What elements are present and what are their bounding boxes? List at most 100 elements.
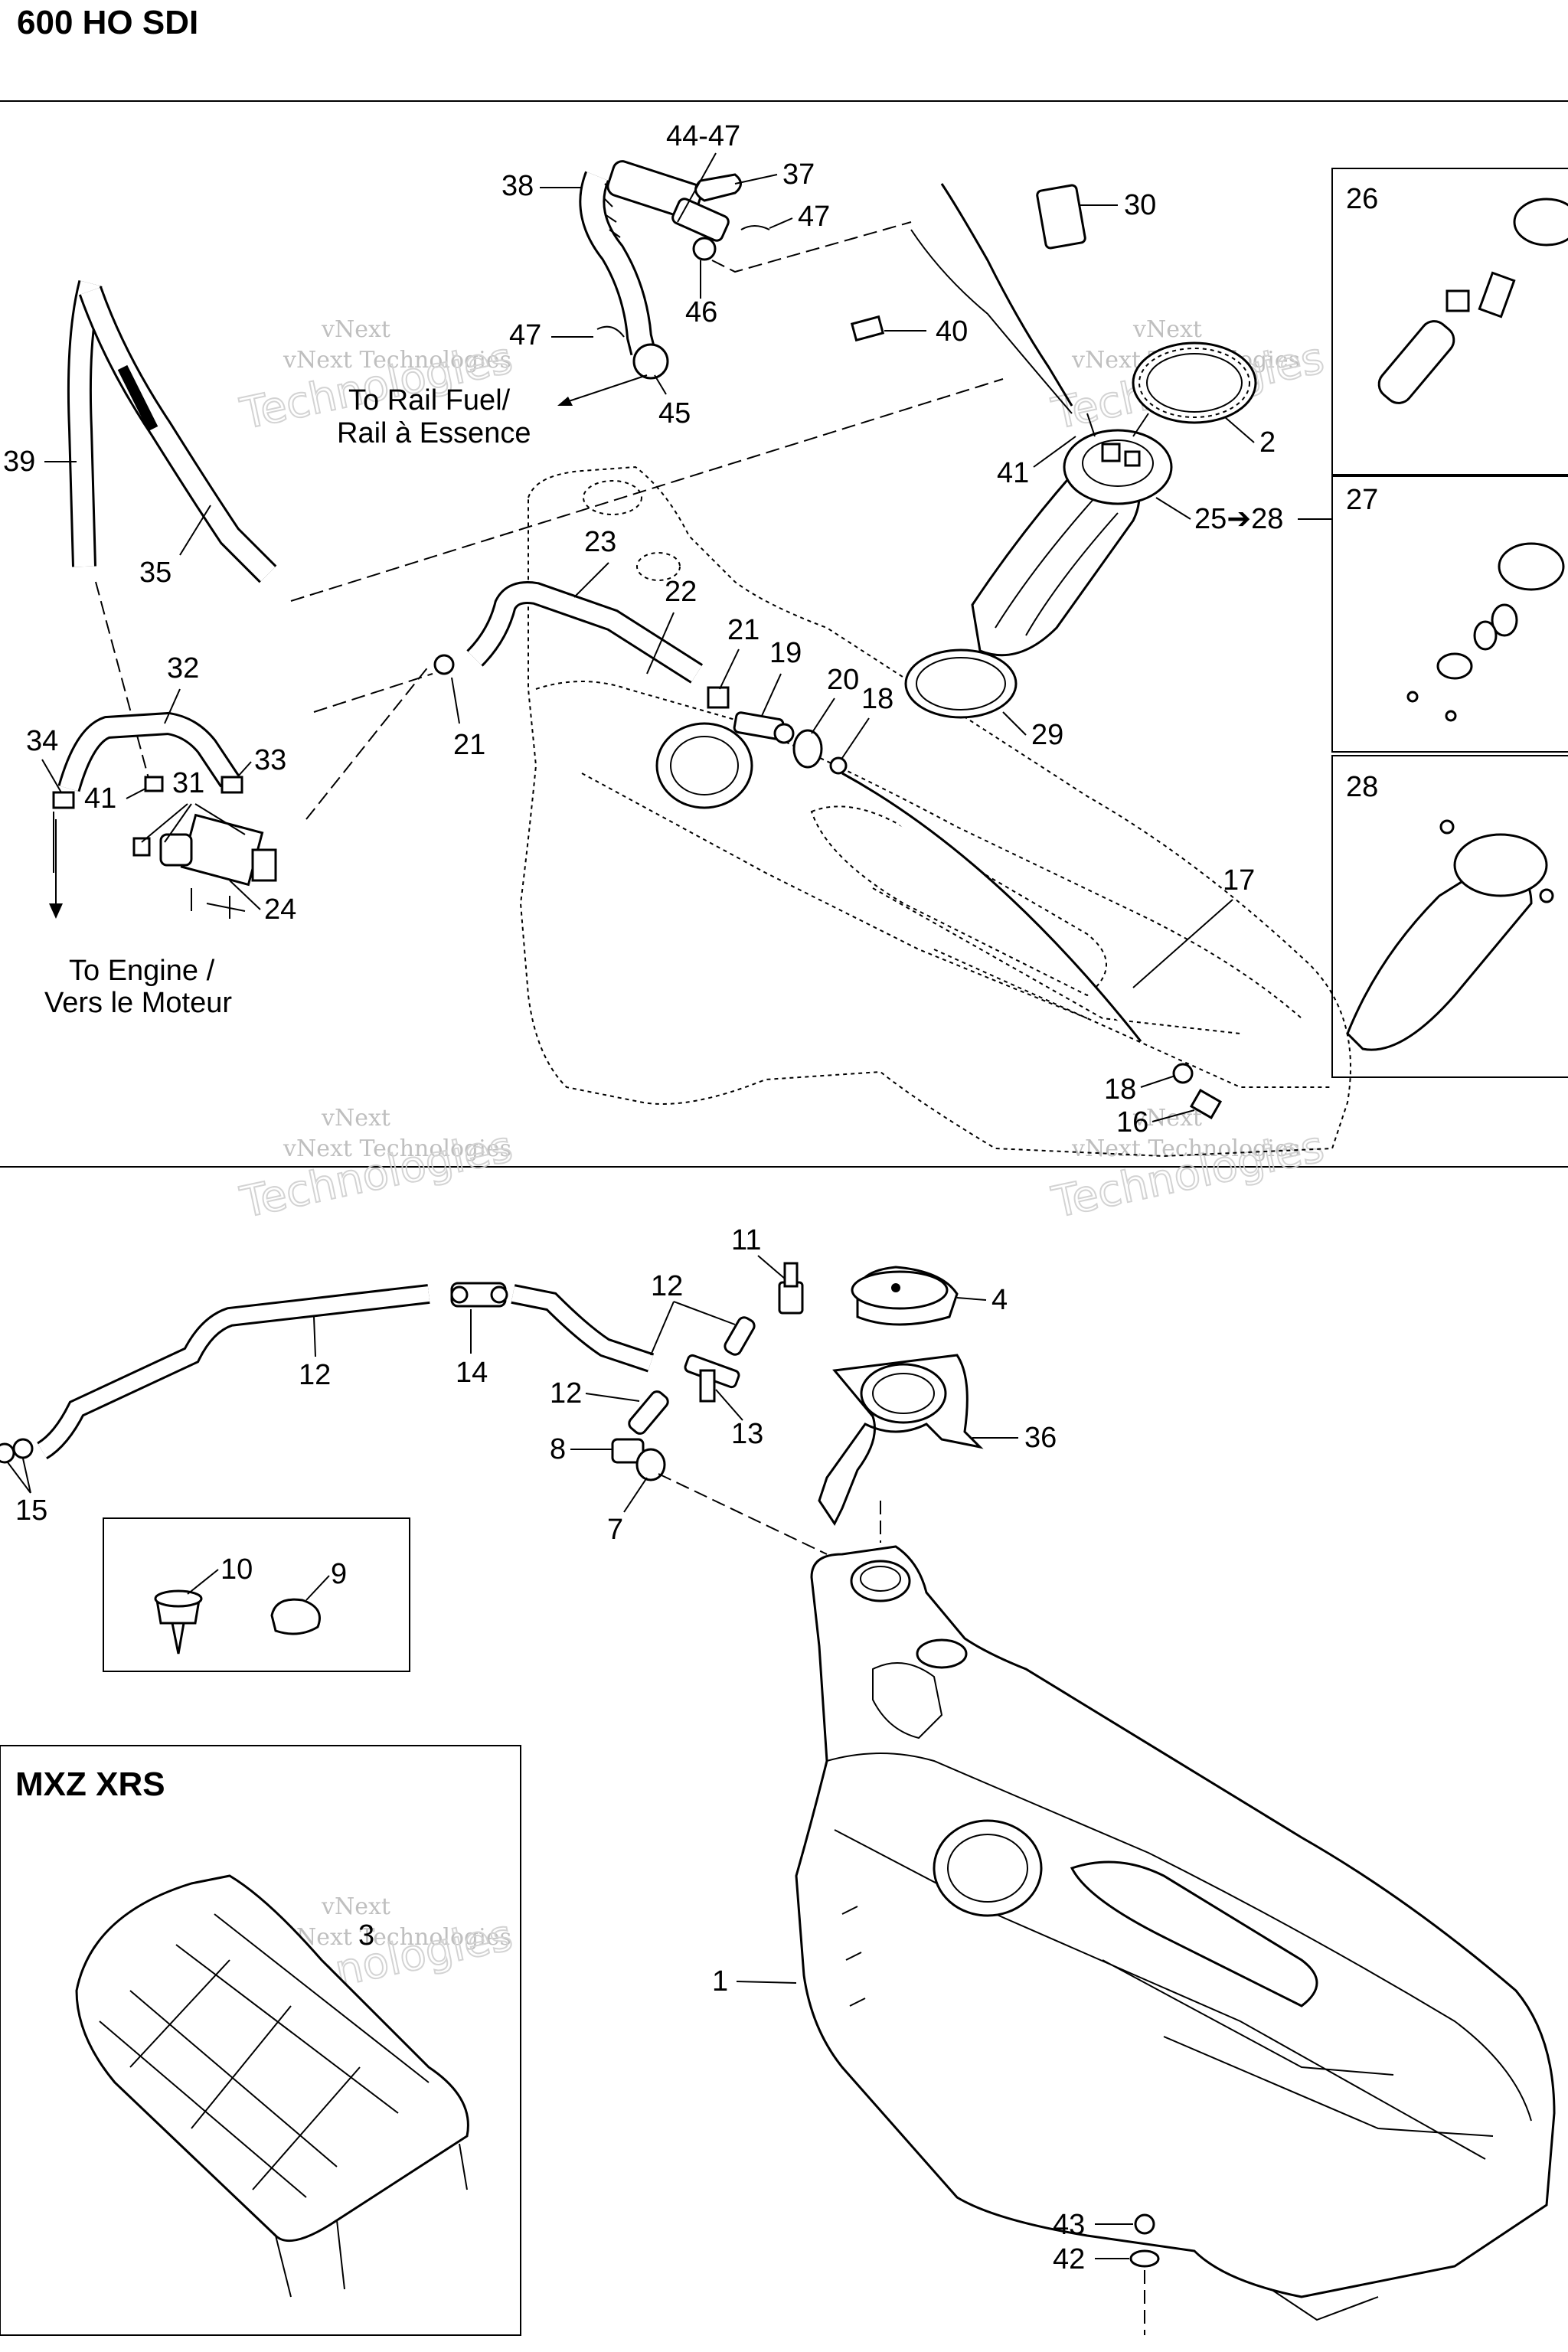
callout-33: 33 (254, 744, 286, 776)
callout-47: 47 (798, 201, 830, 233)
note-rail-fuel-line2: Rail à Essence (337, 417, 531, 449)
callout-14: 14 (456, 1357, 488, 1389)
callout-40: 40 (936, 315, 968, 348)
push-rivet-10 (154, 1589, 203, 1655)
callout-39: 39 (3, 446, 35, 478)
watermark-text: vNext Technologies (1071, 1135, 1300, 1162)
callout-26: 26 (1346, 183, 1378, 215)
callouts-upper: 44-47 37 38 47 46 47 40 45 30 2 41 25➔28… (3, 120, 1378, 1138)
callout-17: 17 (1223, 864, 1255, 897)
callout-12: 12 (299, 1359, 331, 1391)
watermark-text: vNext (321, 316, 390, 343)
callout-37: 37 (782, 158, 815, 191)
watermark-text: vNext Technologies (283, 1924, 511, 1951)
callout-22: 22 (665, 576, 697, 608)
fitting-19 (733, 711, 795, 744)
clamp-18-upper (829, 756, 848, 775)
callout-46: 46 (685, 296, 717, 328)
callout-7: 7 (607, 1514, 623, 1546)
watermark-text: vNext (321, 1105, 390, 1132)
watermark-text: vNext (321, 1893, 390, 1920)
callout-43: 43 (1053, 2209, 1085, 2241)
clip-part (1036, 184, 1086, 250)
washer-42 (1129, 2249, 1160, 2268)
pressure-regulator (132, 813, 277, 919)
direction-arrow (557, 397, 573, 406)
clamp-18-lower (1172, 1063, 1194, 1084)
return-hose (466, 581, 704, 684)
callout-12: 12 (651, 1270, 683, 1302)
callout-21: 21 (727, 614, 760, 646)
page-title: 600 HO SDI (17, 4, 198, 41)
fuel-tank-phantom (519, 466, 1351, 1158)
pump-gasket (904, 648, 1018, 719)
inset-box-28 (1331, 755, 1568, 1078)
bracket-36 (818, 1354, 984, 1526)
clamp-33 (220, 776, 243, 794)
clamp-15 (12, 1438, 34, 1459)
callout-38: 38 (501, 170, 534, 202)
callout-30: 30 (1124, 189, 1156, 221)
callout-42: 42 (1053, 2243, 1085, 2275)
hose-35 (78, 286, 277, 583)
callout-23: 23 (584, 526, 616, 558)
fuel-pump-assembly (971, 413, 1173, 657)
fuel-line-12 (36, 1284, 430, 1460)
clip-47-lower (596, 325, 625, 338)
callout-18: 18 (1104, 1073, 1136, 1106)
callout-18: 18 (861, 683, 893, 715)
callout-29: 29 (1031, 719, 1063, 751)
callout-19: 19 (769, 637, 802, 669)
fuel-line-12-mid (511, 1284, 655, 1373)
hose-17 (841, 772, 1142, 1042)
callout-12: 12 (550, 1377, 582, 1410)
hardware-box (103, 1517, 410, 1672)
callout-1: 1 (712, 1965, 728, 1998)
callout-44-47: 44-47 (666, 120, 740, 152)
tee-fitting-13 (684, 1354, 740, 1403)
callout-20: 20 (827, 664, 859, 696)
gas-cap (851, 1266, 959, 1326)
callout-41: 41 (84, 782, 116, 815)
callout-35: 35 (139, 557, 172, 589)
hose-12-short (724, 1316, 756, 1356)
hose-39 (67, 280, 103, 567)
watermark-text: vNext Technologies (283, 1135, 511, 1162)
callout-3: 3 (358, 1919, 374, 1952)
nut-43 (1134, 2213, 1155, 2235)
callout-24: 24 (264, 893, 296, 926)
callout-31: 31 (172, 767, 204, 799)
clamp-21 (707, 686, 730, 709)
callout-4: 4 (991, 1284, 1008, 1316)
inset-box-26 (1331, 168, 1568, 475)
hose-32 (57, 711, 240, 792)
callouts-lower: 11 12 12 14 12 13 4 36 8 7 15 10 9 3 1 4… (7, 1224, 1133, 2275)
callout-32: 32 (167, 652, 199, 684)
clip-47-upper (740, 225, 770, 230)
callout-36: 36 (1024, 1422, 1057, 1454)
direction-arrow (49, 903, 63, 919)
callout-11: 11 (731, 1224, 761, 1256)
variant-box-title: MXZ XRS (15, 1766, 165, 1803)
callout-25-28: 25➔28 (1194, 503, 1283, 535)
fitting-16 (1189, 1089, 1223, 1119)
callout-8: 8 (550, 1433, 566, 1465)
note-engine-line2: Vers le Moteur (44, 987, 232, 1019)
fuel-hose-38 (579, 160, 730, 380)
callout-34: 34 (26, 725, 58, 757)
clamp-34 (52, 791, 75, 809)
note-engine-line1: To Engine / (69, 955, 215, 987)
callout-47: 47 (509, 319, 541, 351)
callout-9: 9 (331, 1558, 347, 1590)
hose-12-lower (628, 1390, 669, 1435)
callout-45: 45 (658, 397, 691, 430)
clamp-21-lower (433, 654, 455, 675)
locking-ring (1132, 341, 1257, 424)
callout-41: 41 (997, 457, 1029, 489)
note-rail-fuel-line1: To Rail Fuel/ (348, 384, 511, 416)
callout-27: 27 (1346, 484, 1378, 516)
callout-21: 21 (453, 729, 485, 761)
callout-16: 16 (1116, 1106, 1148, 1138)
